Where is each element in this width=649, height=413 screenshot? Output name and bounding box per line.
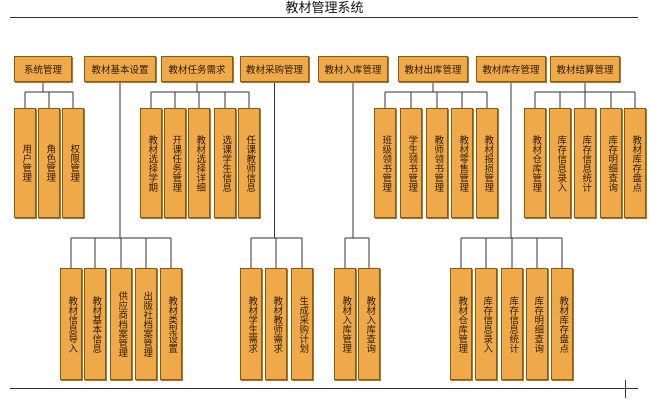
module-box-outstock: 教材出库管理: [398, 56, 468, 82]
child-box-basic-0: 教材信息导入: [60, 268, 82, 380]
module-box-inventory: 教材库存管理: [476, 56, 546, 82]
child-box-settle-3: 库存明细查询: [600, 108, 622, 218]
module-box-instock: 教材入库管理: [318, 56, 388, 82]
child-box-outstock-2: 教师领书管理: [426, 108, 448, 218]
child-box-settle-0: 教材仓库管理: [524, 108, 546, 218]
module-box-purchase: 教材采购管理: [240, 56, 309, 82]
module-box-sys: 系统管理: [14, 56, 72, 82]
child-box-basic-4: 教材类型设置: [160, 268, 182, 380]
child-box-purchase-2: 生成采购计划: [291, 268, 313, 380]
child-box-purchase-1: 教材教师需求: [265, 268, 287, 380]
child-box-task-2: 教材选择详细: [188, 108, 210, 218]
child-box-outstock-4: 教材报损管理: [476, 108, 498, 218]
child-box-inventory-4: 教材库存盘点: [551, 268, 573, 380]
child-box-outstock-0: 班级领书管理: [374, 108, 396, 218]
child-box-inventory-3: 库存明细查询: [526, 268, 548, 380]
child-box-inventory-0: 教材仓库管理: [450, 268, 472, 380]
child-box-sys-0: 用户管理: [14, 108, 36, 218]
child-box-outstock-1: 学生领书管理: [400, 108, 422, 218]
diagram-title: 教材管理系统: [285, 1, 364, 16]
module-box-task: 教材任务需求: [161, 56, 233, 82]
title-underline: [10, 17, 638, 18]
child-box-inventory-1: 库存信息录入: [475, 268, 497, 380]
child-box-settle-2: 库存信息统计: [574, 108, 596, 218]
child-box-task-0: 教材选择学期: [140, 108, 162, 218]
child-box-basic-1: 教材基本信息: [84, 268, 106, 380]
child-box-sys-1: 角色管理: [38, 108, 60, 218]
child-box-outstock-3: 教材零售管理: [451, 108, 473, 218]
child-box-instock-0: 教材入库管理: [334, 268, 356, 380]
child-box-basic-2: 供应商档案管理: [110, 268, 132, 380]
child-box-instock-1: 教材入库查询: [358, 268, 380, 380]
bottom-rule-tick: [625, 380, 626, 398]
child-box-task-1: 开课任务管理: [164, 108, 186, 218]
child-box-sys-2: 权限管理: [62, 108, 84, 218]
child-box-settle-4: 教材库存盘点: [624, 108, 646, 218]
child-box-task-3: 选课学生信息: [214, 108, 236, 218]
child-box-basic-3: 出版社档案管理: [135, 268, 157, 380]
module-box-settle: 教材结算管理: [550, 56, 620, 82]
bottom-rule: [10, 388, 638, 389]
child-box-purchase-0: 教材学生需求: [240, 268, 262, 380]
module-box-basic: 教材基本设置: [84, 56, 156, 82]
child-box-inventory-2: 库存信息统计: [501, 268, 523, 380]
child-box-settle-1: 库存信息录入: [549, 108, 571, 218]
child-box-task-4: 任课教师信息: [238, 108, 260, 218]
